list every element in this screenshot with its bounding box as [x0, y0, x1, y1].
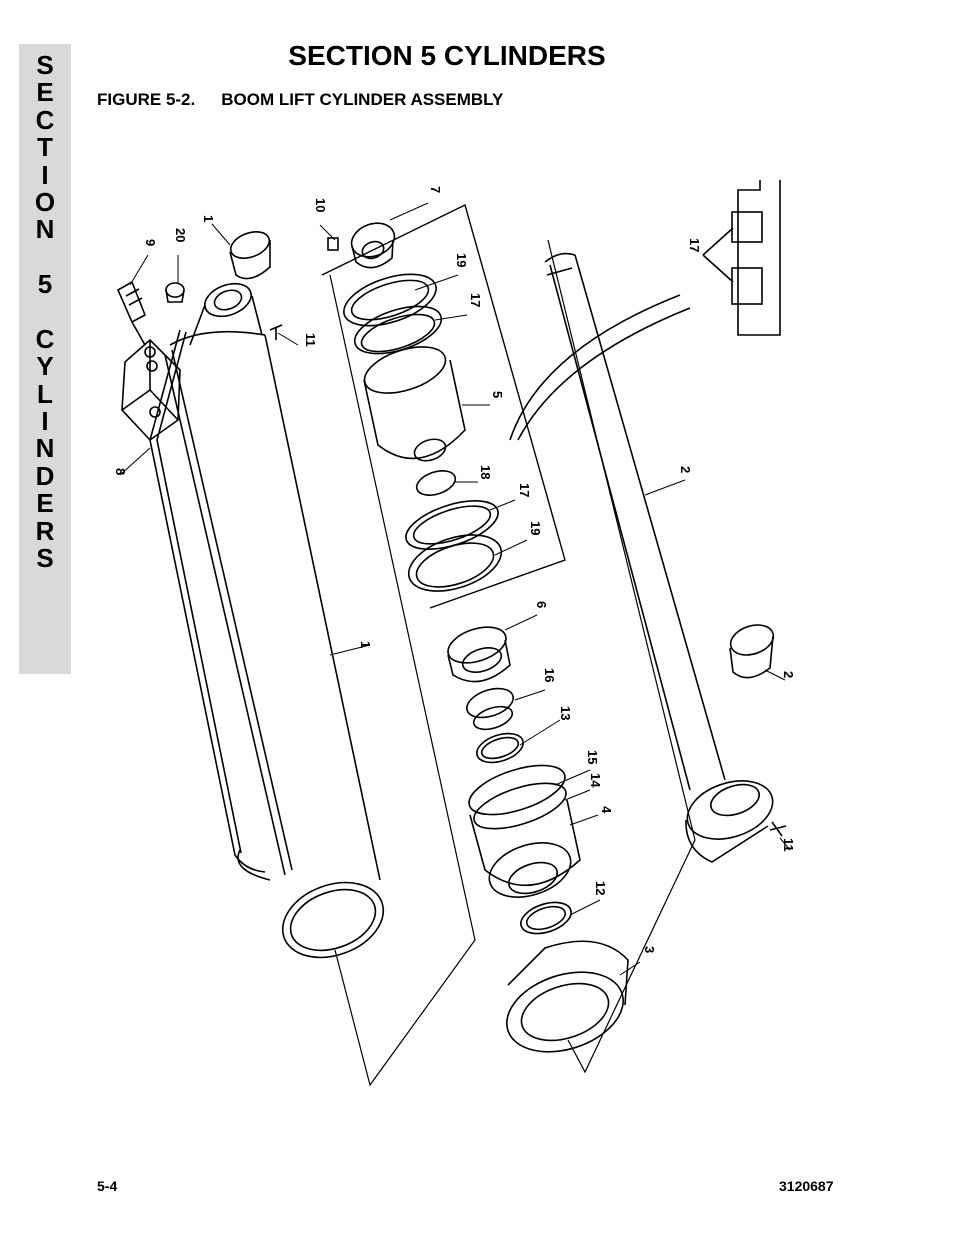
- seal-detail-17: [702, 180, 781, 336]
- page-number: 5-4: [97, 1178, 118, 1194]
- bushing-16: [466, 687, 514, 731]
- o-ring-18: [415, 470, 457, 496]
- leader-lines: [119, 202, 791, 976]
- section-line-rod: [547, 239, 696, 1074]
- section-tab-letter: E: [36, 77, 54, 108]
- callout-19-upper: 19: [454, 253, 469, 267]
- section-tab-letter: I: [41, 406, 49, 437]
- callouts: 1 1 2 2 3 4 5 6 7 8 9 10 11 11 12 13 14 …: [113, 186, 796, 953]
- callout-9: 9: [143, 239, 158, 246]
- loop-line-1: [509, 294, 681, 441]
- section-tab-letter: C: [35, 104, 55, 135]
- bushing-2: [729, 624, 775, 679]
- callout-17-upper: 17: [468, 293, 483, 307]
- callout-1-top: 1: [201, 215, 216, 222]
- callout-6: 6: [534, 601, 549, 608]
- piston-rod-2: [544, 252, 774, 863]
- callout-11-rod: 11: [781, 838, 796, 852]
- callout-2-bushing: 2: [781, 671, 796, 678]
- callout-5: 5: [490, 391, 505, 398]
- section-tab-letter: C: [35, 323, 55, 354]
- section-tab-letter: R: [35, 515, 55, 546]
- figure-number: FIGURE 5-2.: [97, 90, 196, 109]
- nut-7: [350, 222, 396, 269]
- section-tab-letter: T: [37, 132, 53, 163]
- callout-2-rod: 2: [678, 466, 693, 473]
- section-tab-letter: E: [36, 488, 54, 519]
- section-tab-letter: N: [35, 214, 55, 245]
- callout-4: 4: [599, 806, 614, 814]
- section-line-lower: [329, 274, 476, 1087]
- callout-13: 13: [558, 706, 573, 720]
- nut-3: [506, 940, 629, 1053]
- section-tab-letter: Y: [36, 351, 54, 382]
- document-number: 3120687: [779, 1178, 834, 1194]
- callout-20: 20: [173, 228, 188, 242]
- section-tab-letter: O: [34, 186, 56, 217]
- callout-3: 3: [642, 946, 657, 953]
- page-title: SECTION 5 CYLINDERS: [288, 40, 606, 71]
- fitting-9: [116, 280, 147, 346]
- grease-fitting-11-rod: [769, 821, 787, 837]
- section-tab-letter: S: [36, 50, 54, 80]
- section-tab-letter: D: [35, 460, 55, 491]
- section-tab-letter: N: [35, 433, 55, 464]
- callout-19-lower: 19: [528, 521, 543, 535]
- callout-7: 7: [428, 186, 443, 193]
- figure-caption: FIGURE 5-2. BOOM LIFT CYLINDER ASSEMBLY: [97, 90, 503, 110]
- callout-16: 16: [542, 668, 557, 682]
- callout-8: 8: [113, 468, 128, 475]
- grease-fitting-11-top: [269, 324, 283, 340]
- section-tab-letter: 5: [37, 269, 53, 300]
- piston-5: [363, 346, 466, 462]
- wiper-12: [520, 901, 572, 935]
- bushing-1: [229, 231, 271, 280]
- callout-10: 10: [313, 198, 328, 212]
- setscrew-10: [327, 237, 339, 251]
- callout-1-barrel: 1: [358, 641, 373, 648]
- callout-15: 15: [585, 750, 600, 764]
- callout-17-detail: 17: [687, 238, 702, 252]
- plug-20: [165, 282, 185, 303]
- figure-title: BOOM LIFT CYLINDER ASSEMBLY: [221, 90, 504, 109]
- callout-11-top: 11: [303, 333, 318, 347]
- valve-block: [121, 338, 181, 442]
- wear-ring-19-upper: [343, 273, 437, 327]
- callout-18: 18: [478, 465, 493, 479]
- seal-17-lower: [405, 500, 499, 550]
- section-tab-letter: I: [41, 159, 49, 190]
- cylinder-barrel: [149, 282, 385, 959]
- callout-12: 12: [593, 881, 608, 895]
- callout-14: 14: [588, 773, 603, 788]
- spacer-6: [447, 626, 511, 683]
- section-tab-letter: S: [36, 543, 54, 574]
- wear-ring-19-lower: [407, 534, 503, 592]
- snap-ring-13: [476, 732, 524, 764]
- head-4: [468, 764, 581, 898]
- callout-17-lower: 17: [517, 483, 532, 497]
- section-tab-letter: L: [37, 378, 53, 409]
